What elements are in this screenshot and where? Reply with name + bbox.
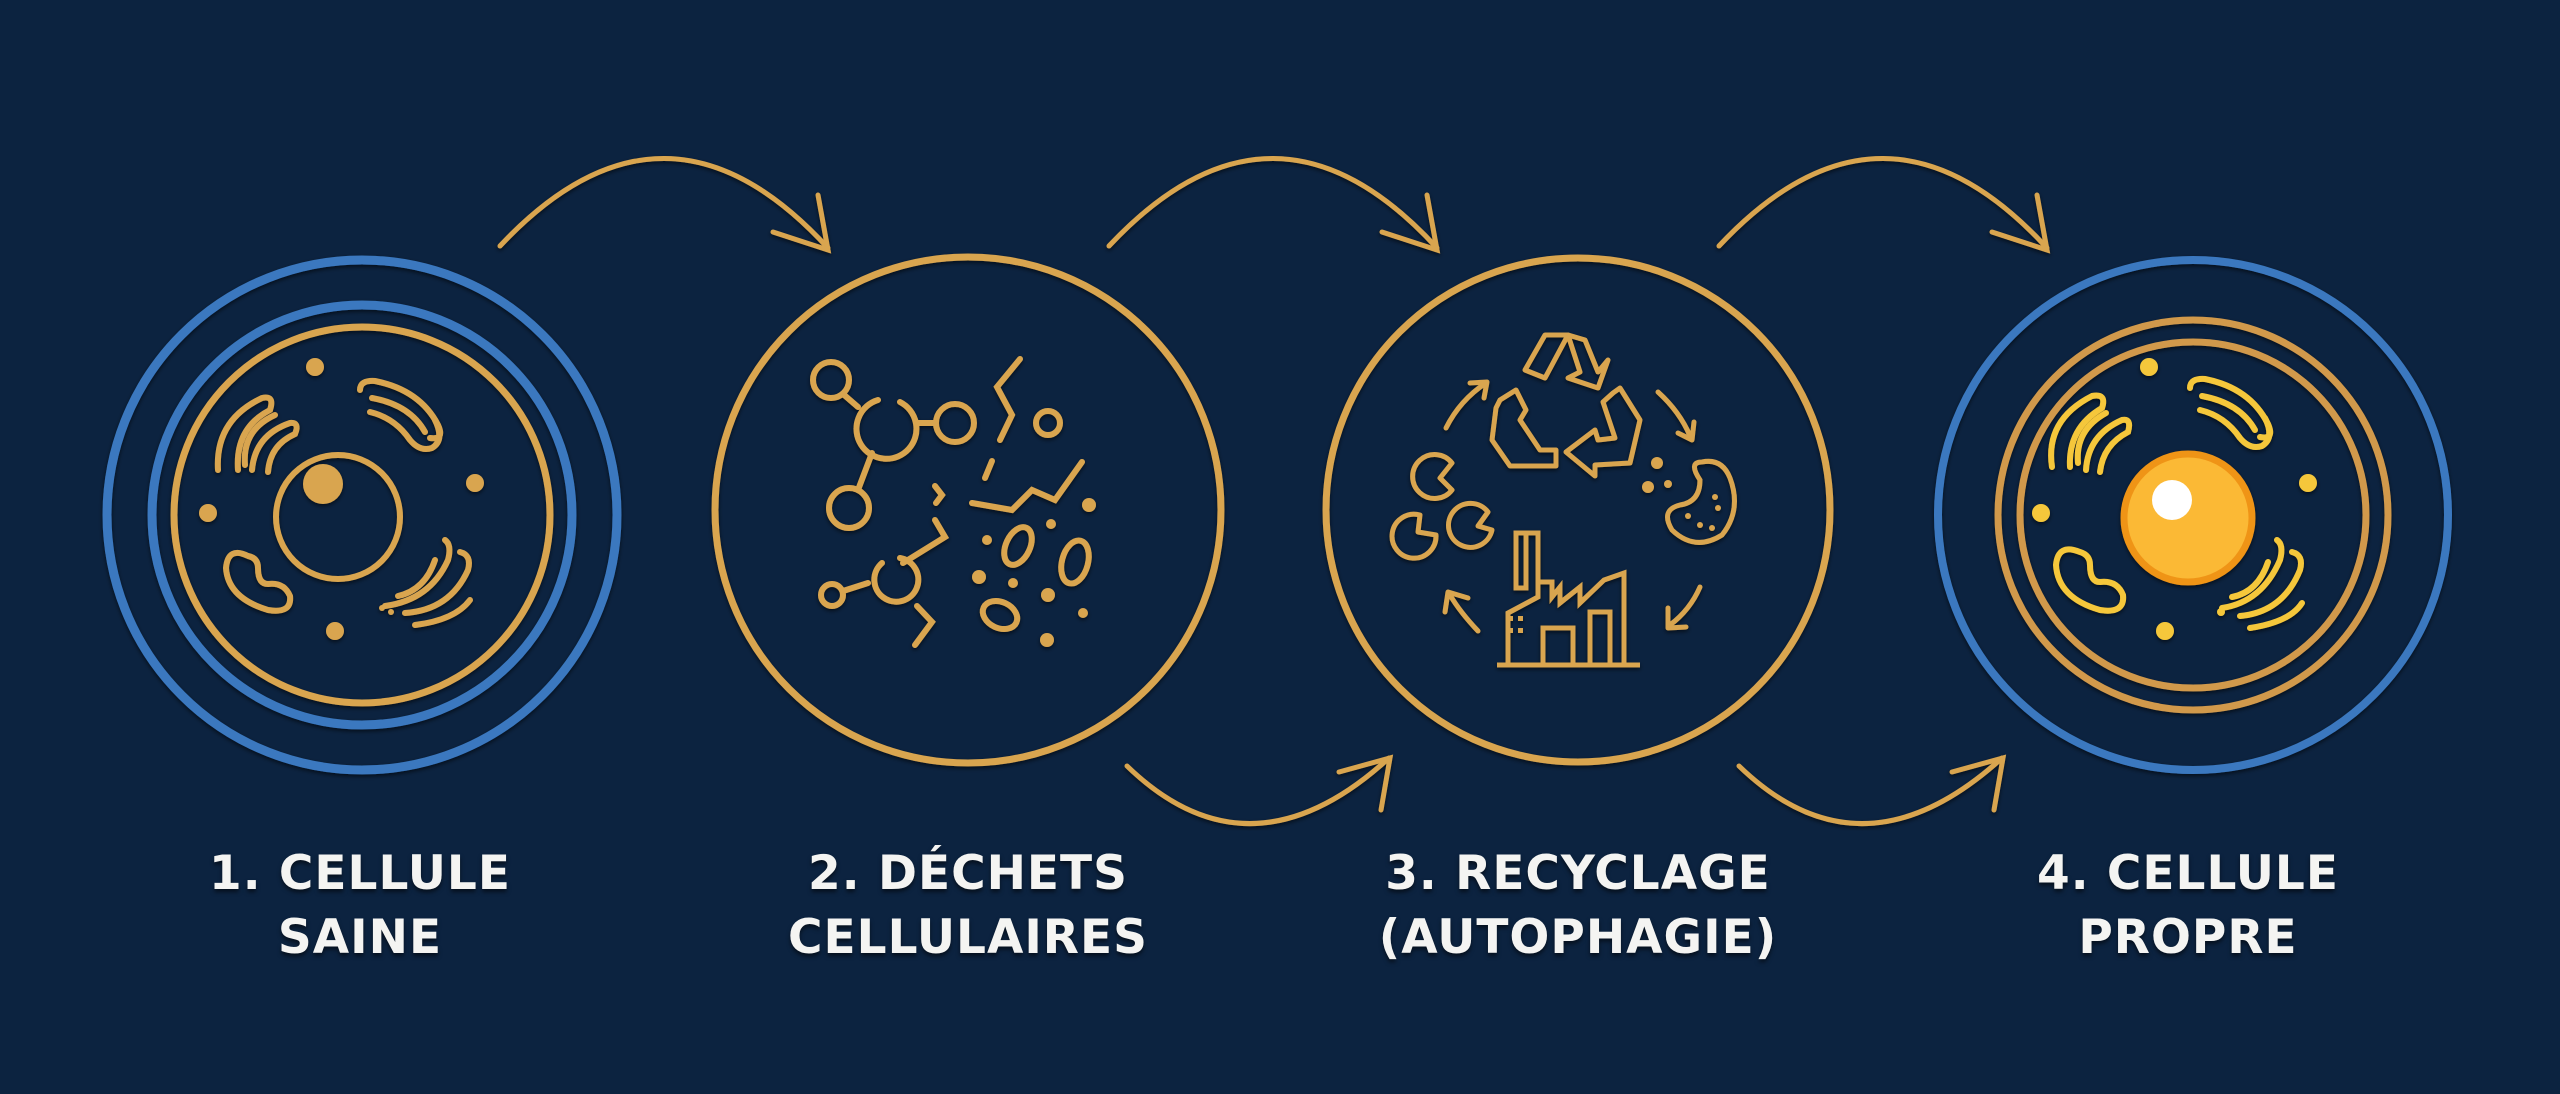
arrow-2-to-3 — [1106, 156, 1441, 254]
glowing-nucleus-icon — [2120, 450, 2256, 586]
mitochondria-icon — [2053, 546, 2127, 614]
recycling-autophagy-icon — [1322, 254, 1834, 766]
nucleus-icon — [273, 452, 403, 582]
recycle-symbol-icon — [1489, 332, 1643, 479]
step-3-label: 3. RECYCLAGE (AUTOPHAGIE) — [1318, 842, 1838, 970]
step-3-subtitle: (AUTOPHAGIE) — [1378, 910, 1778, 965]
cellular-waste-icon — [711, 253, 1225, 767]
factory-icon — [1497, 530, 1640, 668]
step-1-title: 1. CELLULE — [209, 846, 511, 901]
healthy-cell-icon — [102, 255, 622, 775]
step-2-title: 2. DÉCHETS — [808, 846, 1128, 901]
golgi-organelles-icon — [214, 377, 473, 628]
step-2-label: 2. DÉCHETS CELLULAIRES — [708, 842, 1228, 970]
lysosome-blob-icon — [1642, 457, 1737, 545]
vesicle-dots-icon — [2032, 358, 2317, 640]
step-2-subtitle: CELLULAIRES — [788, 910, 1148, 965]
molecule-fragments-icon — [810, 356, 1092, 648]
arrow-1-to-2 — [497, 156, 832, 254]
step-1-label: 1. CELLULE SAINE — [100, 842, 620, 970]
arrow-2-to-3-bottom — [1124, 754, 1394, 827]
step-4-subtitle: PROPRE — [2078, 910, 2298, 965]
mitochondria-icon — [223, 550, 294, 614]
golgi-organelles-icon — [2048, 375, 2305, 631]
step-3-title: 3. RECYCLAGE — [1385, 846, 1771, 901]
broken-fragments-icon — [1389, 452, 1495, 561]
cycle-arrows-icon — [1442, 379, 1703, 634]
step-1-subtitle: SAINE — [277, 910, 443, 965]
clean-cell-icon — [1934, 256, 2452, 774]
arrow-3-to-4 — [1716, 156, 2051, 254]
factory-windows-icon — [1508, 616, 1523, 633]
step-4-label: 4. CELLULE PROPRE — [1928, 842, 2448, 970]
arrow-3-to-4-bottom — [1736, 754, 2007, 827]
debris-dots-icon — [972, 498, 1096, 647]
step-4-title: 4. CELLULE — [2037, 846, 2339, 901]
